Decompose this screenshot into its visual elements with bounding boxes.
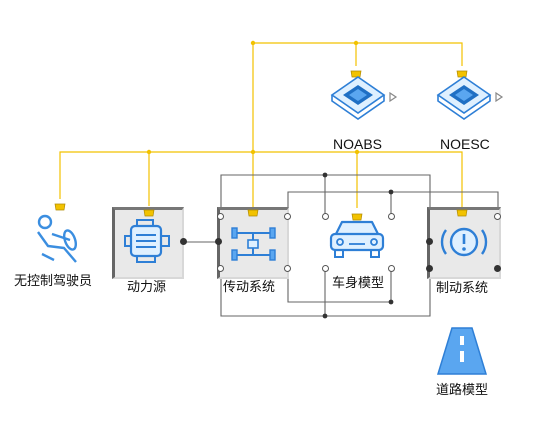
drivetrain-signal-tag [247, 204, 259, 222]
driver-block[interactable] [30, 212, 86, 268]
chip-icon [330, 76, 398, 120]
chassis-icon [231, 227, 276, 261]
noabs-signal-tag [350, 65, 362, 83]
brake-port-bottom-right[interactable] [494, 265, 501, 272]
powertrain-output-port[interactable] [180, 238, 187, 245]
signal-junctions [146, 40, 360, 155]
brake-port-bottom-left[interactable] [426, 265, 433, 272]
drivetrain-port-bottom-right[interactable] [284, 265, 291, 272]
driver-label: 无控制驾驶员 [14, 274, 93, 289]
noesc-signal-tag [456, 65, 468, 83]
road-label: 道路模型 [436, 383, 489, 398]
vehicle-body-block[interactable] [322, 212, 392, 272]
drivetrain-port-top-left[interactable] [217, 213, 224, 220]
powertrain-signal-tag [143, 204, 155, 222]
brake-label: 制动系统 [436, 281, 489, 296]
engine-icon [124, 219, 170, 263]
noesc-block[interactable] [436, 75, 506, 121]
vehicle-body-port-top-left[interactable] [322, 213, 329, 220]
powertrain-block[interactable] [112, 207, 184, 279]
signal-bus [59, 42, 463, 208]
brake-port-left[interactable] [426, 238, 433, 245]
vehicle-body-signal-tag [351, 208, 363, 226]
drivetrain-label: 传动系统 [223, 280, 276, 295]
road-icon [436, 327, 488, 375]
vehicle-body-port-bottom-right[interactable] [388, 265, 395, 272]
powertrain-label: 动力源 [127, 280, 167, 295]
car-icon [329, 220, 385, 258]
drivetrain-input-port[interactable] [215, 238, 222, 245]
drivetrain-port-bottom-left[interactable] [217, 265, 224, 272]
brake-signal-tag [456, 204, 468, 222]
road-block[interactable] [436, 326, 488, 376]
brake-warning-icon [440, 227, 488, 257]
vehicle-body-label: 车身模型 [332, 276, 385, 291]
steering-driver-icon [37, 214, 78, 263]
vehicle-body-port-top-right[interactable] [388, 213, 395, 220]
brake-port-top-right[interactable] [494, 213, 501, 220]
vehicle-body-port-bottom-left[interactable] [322, 265, 329, 272]
noabs-block[interactable] [330, 75, 400, 121]
connection-junctions [322, 172, 394, 319]
drivetrain-port-top-right[interactable] [284, 213, 291, 220]
driver-signal-tag [54, 198, 66, 216]
chip-icon [436, 76, 504, 120]
noabs-label: NOABS [333, 136, 383, 152]
noesc-label: NOESC [440, 136, 490, 152]
drivetrain-block[interactable] [217, 207, 289, 279]
